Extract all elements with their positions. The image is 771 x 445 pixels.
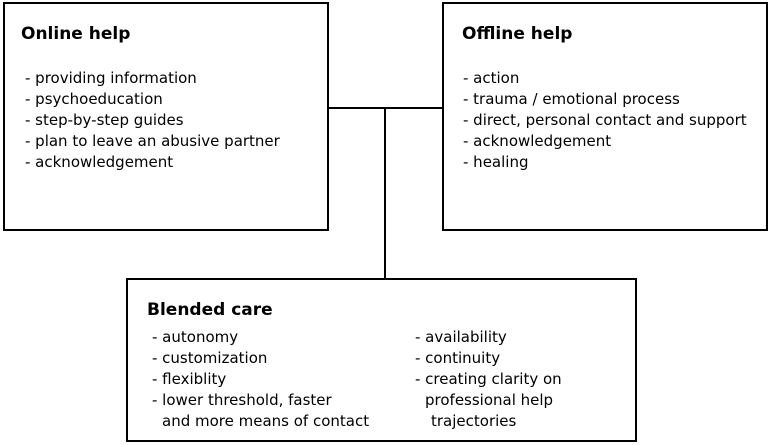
list-item: - acknowledgement (25, 153, 174, 171)
list-item: - flexiblity (152, 370, 227, 388)
list-item-continuation: professional help (425, 391, 554, 409)
blended-care-right-list: - availability - continuity - creating c… (415, 327, 562, 432)
online-help-title: Online help (21, 24, 131, 44)
offline-help-box: Offline help - action - trauma / emotion… (442, 2, 768, 231)
list-item: - psychoeducation (25, 90, 163, 108)
blended-care-left-list: - autonomy - customization - flexiblity … (152, 327, 369, 432)
list-item-continuation: trajectories (431, 412, 517, 430)
blended-care-box: Blended care - autonomy - customization … (126, 278, 637, 442)
list-item: - continuity (415, 349, 501, 367)
online-help-list: - providing information - psychoeducatio… (25, 68, 280, 173)
online-help-box: Online help - providing information - ps… (3, 2, 329, 231)
list-item: - lower threshold, faster (152, 391, 332, 409)
list-item-continuation: and more means of contact (162, 412, 370, 430)
list-item: - plan to leave an abusive partner (25, 132, 280, 150)
list-item: - healing (463, 153, 529, 171)
list-item: - acknowledgement (463, 132, 612, 150)
list-item: - customization (152, 349, 268, 367)
list-item: - creating clarity on (415, 370, 562, 388)
offline-help-list: - action - trauma / emotional process - … (463, 68, 747, 173)
list-item: - direct, personal contact and support (463, 111, 747, 129)
list-item: - autonomy (152, 328, 239, 346)
list-item: - trauma / emotional process (463, 90, 680, 108)
list-item: - action (463, 69, 520, 87)
blended-care-title: Blended care (147, 300, 273, 320)
list-item: - providing information (25, 69, 197, 87)
offline-help-title: Offline help (462, 24, 573, 44)
list-item: - step-by-step guides (25, 111, 184, 129)
list-item: - availability (415, 328, 507, 346)
